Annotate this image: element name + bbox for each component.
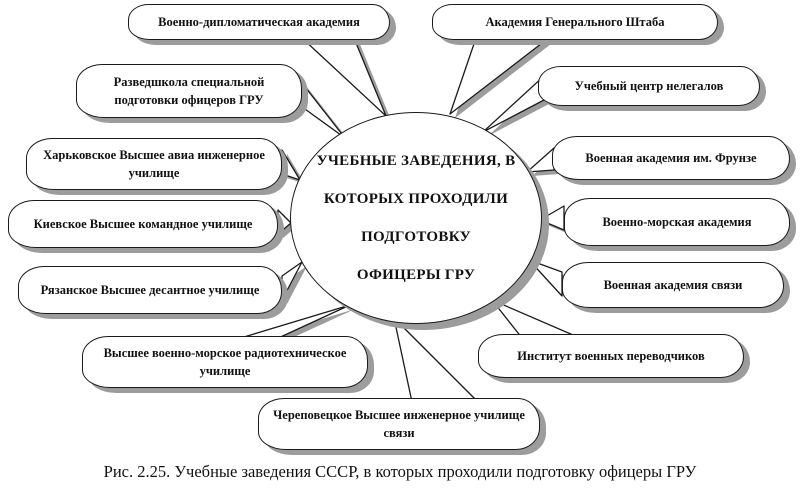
callout-kiev-command-school: Киевское Высшее командное училище	[8, 200, 278, 248]
callout-label: Учебный центр нелегалов	[574, 78, 724, 93]
callout-label: Военная академия связи	[603, 277, 743, 292]
callout-naval-academy: Военно-морская академия	[564, 198, 790, 246]
callout-signals-academy: Военная академия связи	[562, 262, 784, 308]
callout-label: Рязанское Высшее десантное училище	[40, 282, 260, 297]
central-node-text: УЧЕБНЫЕ ЗАВЕДЕНИЯ, В КОТОРЫХ ПРОХОДИЛИ П…	[316, 152, 516, 284]
callout-label: Череповецкое Высшее инженерное училище с…	[273, 407, 525, 440]
callout-label: Высшее военно-морское радиотехническое у…	[103, 345, 347, 378]
callout-kharkov-aviation-school: Харьковское Высшее авиа инженерное учили…	[26, 138, 282, 190]
figure-caption: Рис. 2.25. Учебные заведения СССР, в кот…	[103, 462, 697, 481]
callout-military-translators-institute: Институт военных переводчиков	[478, 334, 744, 378]
callout-military-diplomatic-academy: Военно-дипломатическая академия	[128, 4, 390, 40]
callout-frunze-academy: Военная академия им. Фрунзе	[552, 136, 790, 180]
callout-ryazan-airborne-school: Рязанское Высшее десантное училище	[18, 266, 282, 314]
callout-label: Киевское Высшее командное училище	[33, 216, 253, 231]
callout-label: Военно-дипломатическая академия	[158, 14, 360, 29]
callout-intelligence-school: Разведшкола специальной подготовки офице…	[76, 64, 302, 118]
callout-label: Разведшкола специальной подготовки офице…	[113, 74, 265, 107]
callout-label: Академия Генерального Штаба	[485, 14, 665, 29]
callout-label: Военно-морская академия	[602, 214, 752, 229]
callout-label: Харьковское Высшее авиа инженерное учили…	[43, 147, 265, 180]
callout-cherepovets-signals-school: Череповецкое Высшее инженерное училище с…	[258, 398, 540, 450]
central-node: УЧЕБНЫЕ ЗАВЕДЕНИЯ, В КОТОРЫХ ПРОХОДИЛИ П…	[290, 112, 542, 324]
callout-illegals-training-center: Учебный центр нелегалов	[538, 66, 760, 106]
callout-general-staff-academy: Академия Генерального Штаба	[432, 4, 718, 40]
callout-label: Военная академия им. Фрунзе	[585, 150, 757, 165]
callout-label: Институт военных переводчиков	[517, 348, 705, 363]
callout-naval-radiotechnical-school: Высшее военно-морское радиотехническое у…	[82, 336, 368, 388]
